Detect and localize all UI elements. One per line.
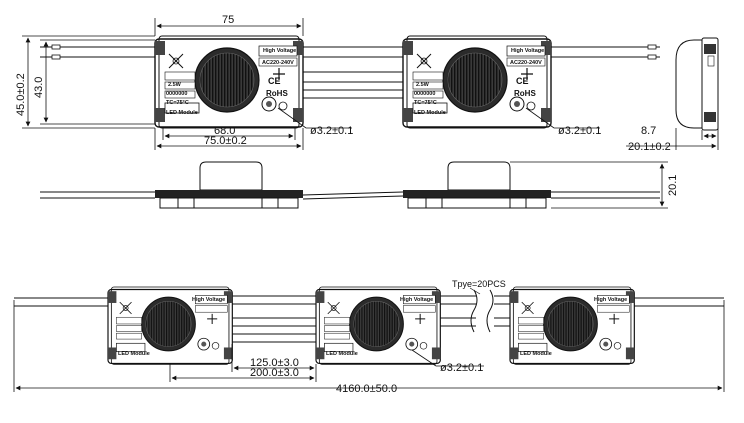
ac-rating-label: AC220-240V xyxy=(262,60,294,66)
led-module-label: LED Module xyxy=(118,351,150,357)
module-1-labels: High Voltage AC220-240V 2.5W 0000000 TC=… xyxy=(166,48,296,116)
ac-rating-label: AC220-240V xyxy=(510,60,542,66)
high-voltage-label: High Voltage xyxy=(263,48,296,54)
pitch-label: Tpye=20PCS xyxy=(452,279,506,289)
watt-label: 2.5W xyxy=(416,82,430,88)
front-view: 20.1 xyxy=(40,161,679,209)
led-module-label: LED Module xyxy=(520,351,552,357)
dim-width-inner: 68.0 xyxy=(214,125,235,137)
temp-label: TC=75°C xyxy=(166,100,189,106)
dim-hole-2: ø3.2±0.1 xyxy=(558,125,601,137)
dim-depth-outer: 20.1±0.2 xyxy=(628,141,671,153)
top-wires xyxy=(40,46,660,99)
dim-depth-inner: 8.7 xyxy=(641,125,656,137)
led-module-label: LED Module xyxy=(326,351,358,357)
high-voltage-label: High Voltage xyxy=(594,297,627,303)
break-marks xyxy=(470,289,494,333)
led-module-label: LED Module xyxy=(166,110,198,116)
dim-height-inner: 43.0 xyxy=(33,77,45,98)
ce-mark: CE xyxy=(268,76,281,86)
dim-total-length: 4160.0±50.0 xyxy=(336,383,397,395)
temp-label: TC=75°C xyxy=(414,100,437,106)
high-voltage-label: High Voltage xyxy=(400,297,433,303)
led-module-label: LED Module xyxy=(414,110,446,116)
dim-width-top: 75 xyxy=(222,14,234,26)
watt-label: 2.5W xyxy=(168,82,182,88)
chain-module-labels: High Voltage LED Module High Voltage LED… xyxy=(118,297,627,357)
dim-height-outer: 45.0±0.2 xyxy=(15,73,27,116)
high-voltage-label: High Voltage xyxy=(192,297,225,303)
ce-mark: CE xyxy=(516,76,529,86)
dim-width-total: 75.0±0.2 xyxy=(204,135,247,147)
dim-front-height: 20.1 xyxy=(667,175,679,196)
rohs-mark: RoHS xyxy=(514,89,536,98)
dim-hole-1: ø3.2±0.1 xyxy=(310,125,353,137)
module-2-labels: High Voltage AC220-240V 2.5W 0000000 TC=… xyxy=(414,48,544,116)
rohs-mark: RoHS xyxy=(266,89,288,98)
top-view: High Voltage AC220-240V 2.5W 0000000 TC=… xyxy=(15,14,660,150)
batch-label: 0000000 xyxy=(166,91,187,97)
dim-spacing-1: 125.0±3.0 xyxy=(250,357,299,369)
bottom-view: Tpye=20PCS High Voltage LED Module High … xyxy=(13,279,725,395)
dim-chain-hole: ø3.2±0.1 xyxy=(440,362,483,374)
batch-label: 0000000 xyxy=(414,91,435,97)
high-voltage-label: High Voltage xyxy=(511,48,544,54)
side-view: 20.1±0.2 8.7 xyxy=(626,37,719,153)
dim-spacing-2: 200.0±3.0 xyxy=(250,367,299,379)
